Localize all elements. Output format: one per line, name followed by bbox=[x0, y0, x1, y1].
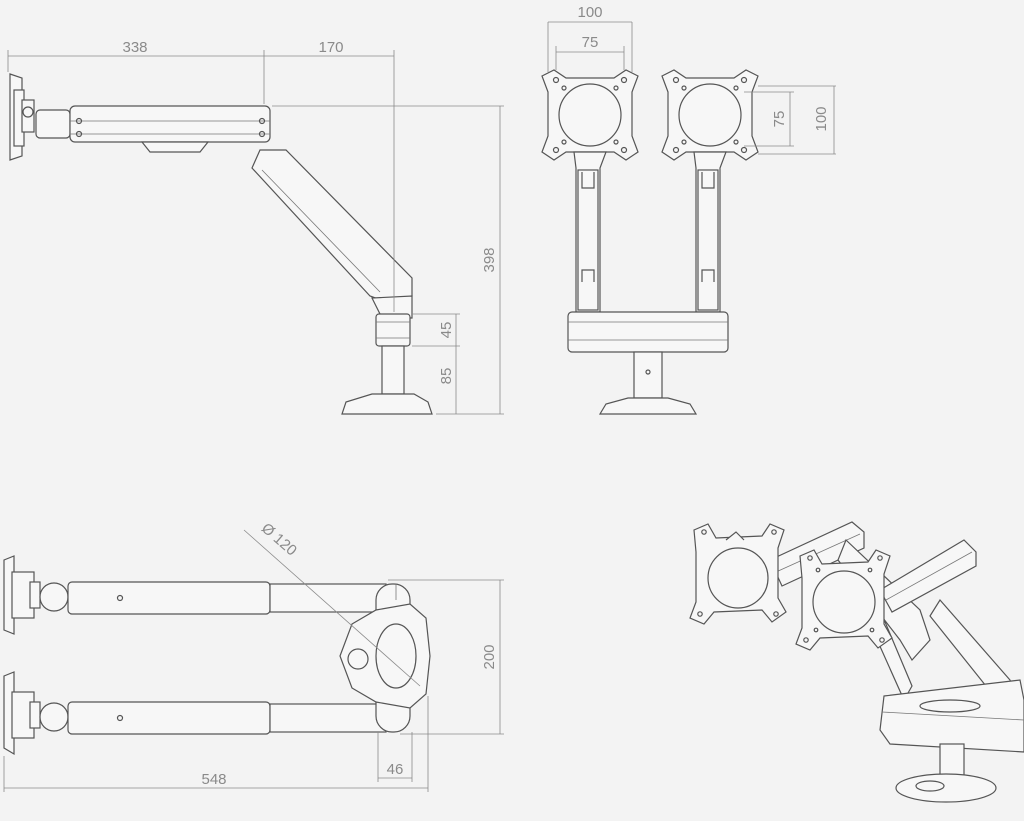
dim-side-collar: 45 bbox=[438, 322, 455, 339]
top-base bbox=[339, 583, 431, 733]
dim-top-offset: 46 bbox=[387, 761, 404, 778]
top-arm-lower bbox=[3, 671, 387, 756]
dim-vesa-inner-height: 75 bbox=[771, 111, 788, 128]
iso-vesa-plate-front bbox=[795, 549, 893, 651]
side-lower-arm bbox=[251, 149, 413, 319]
front-vesa-plate-right bbox=[661, 69, 759, 161]
top-arm-upper bbox=[3, 555, 387, 635]
top-dimension-lines bbox=[3, 529, 504, 792]
front-dimension-lines bbox=[547, 21, 836, 155]
isometric-view bbox=[689, 521, 1024, 803]
top-view: Ø 120 200 46 548 bbox=[3, 520, 504, 792]
dim-top-total-width: 548 bbox=[201, 771, 226, 788]
front-arms bbox=[573, 151, 727, 313]
side-vesa-plate bbox=[9, 73, 35, 161]
front-view: 100 75 75 100 bbox=[541, 4, 836, 415]
dim-side-pole: 85 bbox=[438, 368, 455, 385]
iso-base bbox=[879, 679, 1024, 803]
dim-vesa-outer-width: 100 bbox=[577, 4, 602, 21]
side-upper-arm bbox=[35, 105, 271, 153]
dim-vesa-inner-width: 75 bbox=[582, 34, 599, 51]
front-crossbar bbox=[567, 311, 729, 353]
dim-side-depth-front: 170 bbox=[318, 39, 343, 56]
side-view: 338 170 398 45 85 bbox=[7, 39, 504, 415]
dim-top-base-diameter: Ø 120 bbox=[258, 520, 300, 560]
dim-vesa-outer-height: 100 bbox=[813, 106, 830, 131]
side-pole bbox=[341, 313, 433, 415]
front-vesa-plate-left bbox=[541, 69, 639, 161]
side-dimension-lines bbox=[7, 50, 504, 415]
dim-side-height-total: 398 bbox=[481, 247, 498, 272]
iso-vesa-plate-back bbox=[689, 523, 787, 625]
front-pole bbox=[598, 351, 698, 415]
dim-side-depth-back: 338 bbox=[122, 39, 147, 56]
dim-top-spacing: 200 bbox=[481, 644, 498, 669]
